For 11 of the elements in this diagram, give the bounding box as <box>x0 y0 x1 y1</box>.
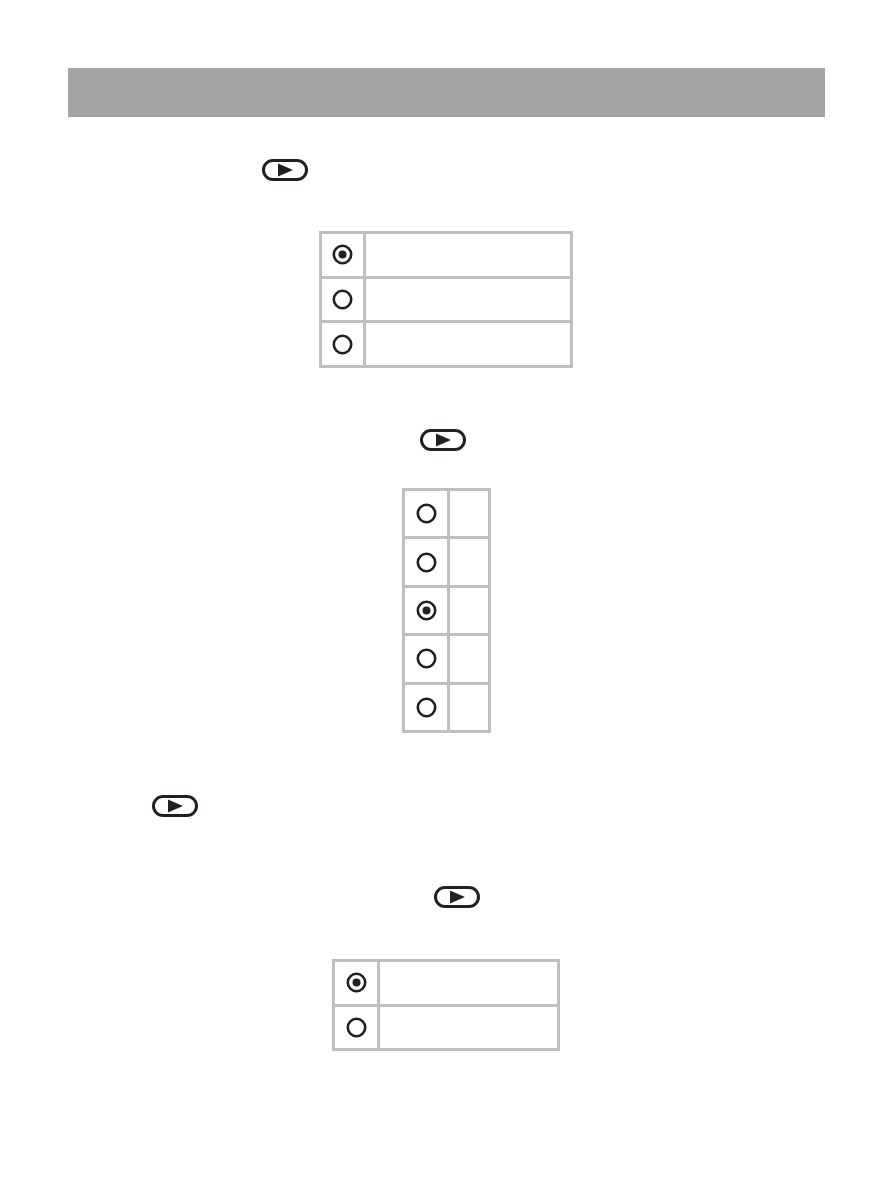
option-table <box>332 959 560 1051</box>
header-bar <box>68 68 825 117</box>
option-table <box>319 231 573 368</box>
option-row <box>322 275 570 321</box>
option-table <box>402 488 491 733</box>
option-row <box>335 1003 557 1048</box>
option-row <box>405 633 488 682</box>
option-row <box>405 584 488 634</box>
option-row <box>405 536 488 585</box>
option-row <box>405 681 488 731</box>
option-row <box>322 320 570 365</box>
